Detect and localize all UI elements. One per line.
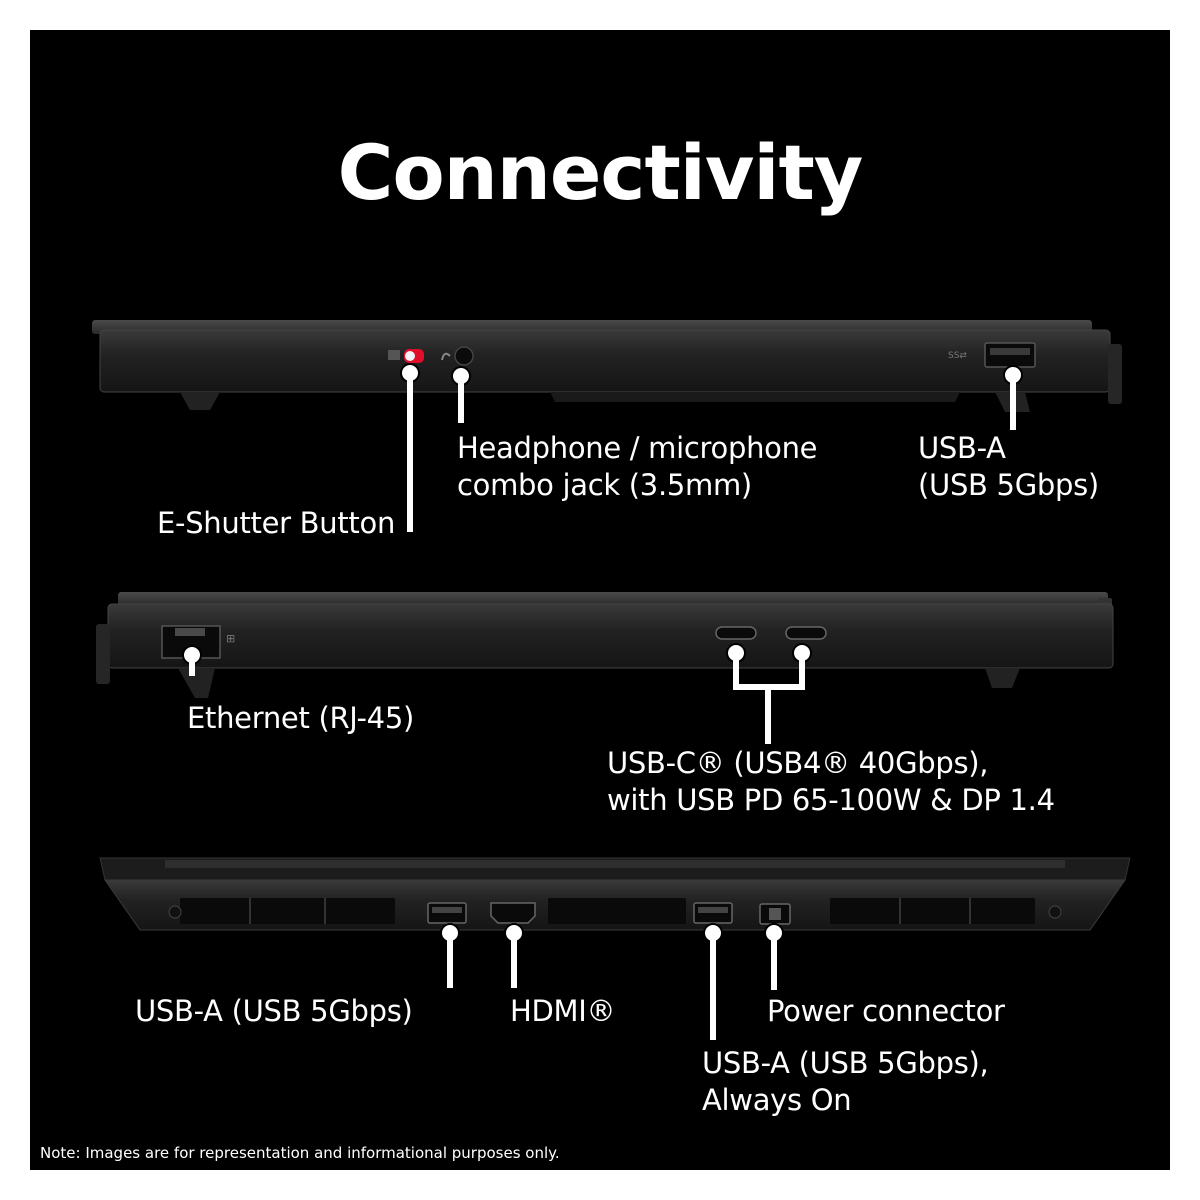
rear-vents <box>180 898 1035 924</box>
laptop-right-side: ⊞ <box>96 592 1114 744</box>
label-headphone-jack: Headphone / microphone combo jack (3.5mm… <box>457 431 818 502</box>
usb-c-ports <box>715 626 827 640</box>
label-hdmi: HDMI® <box>510 994 616 1028</box>
label-usb-a-always-on: USB-A (USB 5Gbps), Always On <box>702 1046 989 1117</box>
page-title: Connectivity <box>337 128 864 217</box>
label-e-shutter-button: E-Shutter Button <box>157 506 396 540</box>
usb-a-port-left: SS⇄ <box>948 342 1036 368</box>
callouts-right <box>182 643 812 744</box>
label-usb-a-rear: USB-A (USB 5Gbps) <box>135 994 413 1028</box>
callouts-left <box>400 363 1023 532</box>
e-shutter-button <box>388 349 424 363</box>
connectivity-frame: SS⇄ <box>30 30 1170 1170</box>
disclaimer-note: Note: Images are for representation and … <box>40 1144 560 1162</box>
laptop-illustrations: SS⇄ <box>92 320 1131 1040</box>
headphone-jack <box>441 346 474 366</box>
label-usb-c: USB-C® (USB4® 40Gbps), with USB PD 65-10… <box>607 746 1055 817</box>
label-ethernet: Ethernet (RJ-45) <box>187 701 415 735</box>
laptop-rear <box>99 857 1131 1040</box>
label-usb-a-left: USB-A (USB 5Gbps) <box>918 431 1099 502</box>
label-power-connector: Power connector <box>767 994 1005 1028</box>
svg-text:SS⇄: SS⇄ <box>948 351 967 361</box>
laptop-left-side: SS⇄ <box>92 320 1122 532</box>
callouts-rear <box>440 923 784 1040</box>
svg-text:⊞: ⊞ <box>226 632 235 645</box>
